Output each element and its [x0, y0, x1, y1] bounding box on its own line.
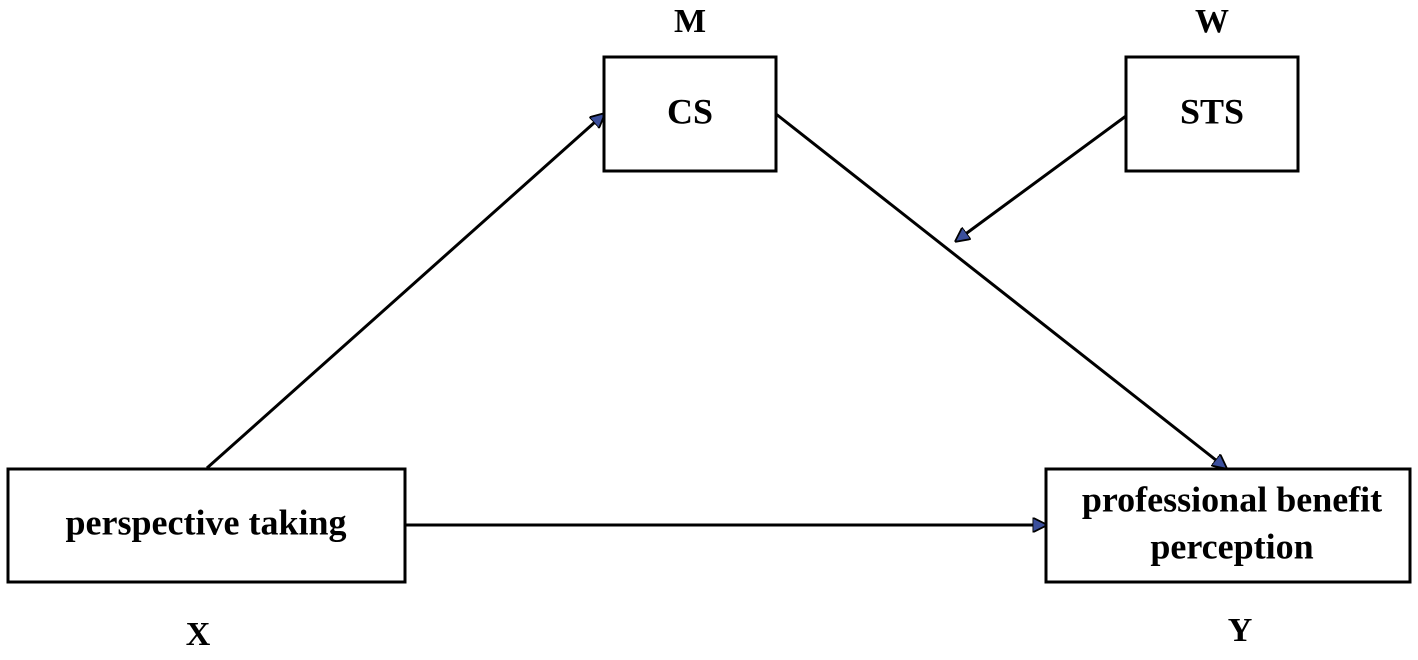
node-x-role: X [186, 616, 211, 653]
node-y-role: Y [1228, 612, 1253, 649]
node-m-role: M [674, 3, 706, 40]
node-x-box [6, 467, 407, 584]
node-m-label: CS [667, 91, 713, 131]
node-y-box [1044, 467, 1412, 584]
node-m-box [602, 55, 778, 173]
node-y-label-line1: professional benefit [1082, 479, 1382, 519]
node-w-role: W [1195, 3, 1229, 40]
edge-x-to-m [206, 114, 604, 470]
node-w-label: STS [1180, 91, 1244, 131]
node-x-label: perspective taking [66, 502, 347, 542]
edge-w-to-path [956, 114, 1127, 241]
edge-m-to-y [775, 112, 1226, 468]
node-w-box [1124, 55, 1300, 173]
node-y-label-line2: perception [1150, 526, 1313, 566]
